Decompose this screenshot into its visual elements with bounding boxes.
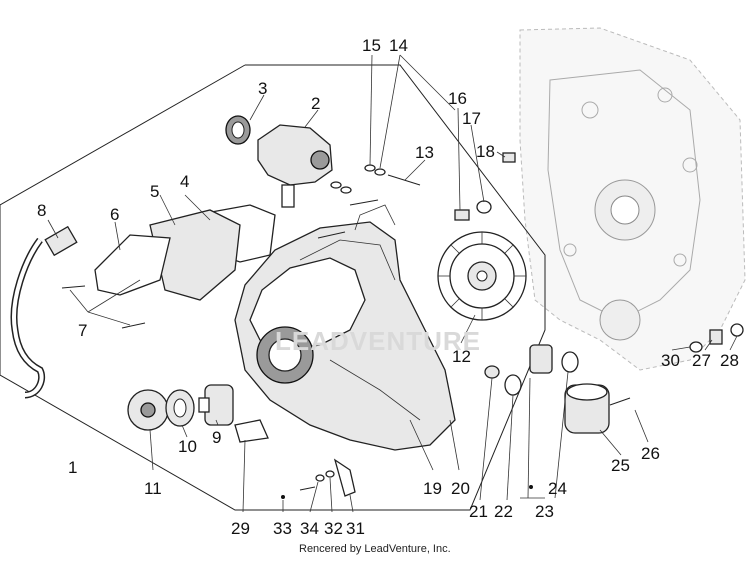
callout-17: 17 [462,109,481,128]
callout-28: 28 [720,351,739,370]
callout-18: 18 [476,142,495,161]
callout-33: 33 [273,519,292,538]
callout-19: 19 [423,479,442,498]
callout-26: 26 [641,444,660,463]
render-credit: Rencered by LeadVenture, Inc. [299,543,451,555]
callout-11: 11 [144,479,162,498]
callout-24: 24 [548,479,567,498]
callout-22: 22 [494,502,513,521]
callout-30: 30 [661,351,680,370]
callout-4: 4 [180,172,189,191]
callout-8: 8 [37,201,46,220]
callout-10: 10 [178,437,197,456]
filter-group [484,323,744,434]
watermark: LEADVENTURE [275,326,481,356]
engine-crankcase-background [519,27,746,371]
callout-2: 2 [311,94,320,113]
callout-3: 3 [258,79,267,98]
callout-12: 12 [452,347,471,366]
water-pump [225,115,333,208]
callout-7: 7 [78,321,87,340]
callout-27: 27 [692,351,711,370]
impeller-parts [127,384,234,431]
assembly-outline [0,64,546,511]
coolant-hose [10,225,78,399]
callout-6: 6 [110,205,119,224]
cooling-fan [437,231,527,321]
small-fittings [454,152,516,221]
callout-5: 5 [150,182,159,201]
callout-23: 23 [535,502,554,521]
callout-16: 16 [448,89,467,108]
callout-numbers: 1 2 3 4 5 6 7 8 9 10 11 12 13 14 15 16 1… [37,36,739,538]
callout-1: 1 [68,458,77,477]
callout-20: 20 [451,479,470,498]
callout-25: 25 [611,456,630,475]
screw-and-washers [330,164,421,194]
pulley-covers [94,204,276,301]
clutch-cover [234,204,456,451]
callout-9: 9 [212,428,221,447]
callout-34: 34 [300,519,319,538]
callout-31: 31 [346,519,365,538]
callout-32: 32 [324,519,343,538]
bolts [61,199,379,329]
callout-15: 15 [362,36,381,55]
callout-29: 29 [231,519,250,538]
callout-14: 14 [389,36,408,55]
bottom-fasteners [234,419,533,499]
callout-13: 13 [415,143,434,162]
leader-lines [47,54,738,513]
callout-21: 21 [469,502,488,521]
